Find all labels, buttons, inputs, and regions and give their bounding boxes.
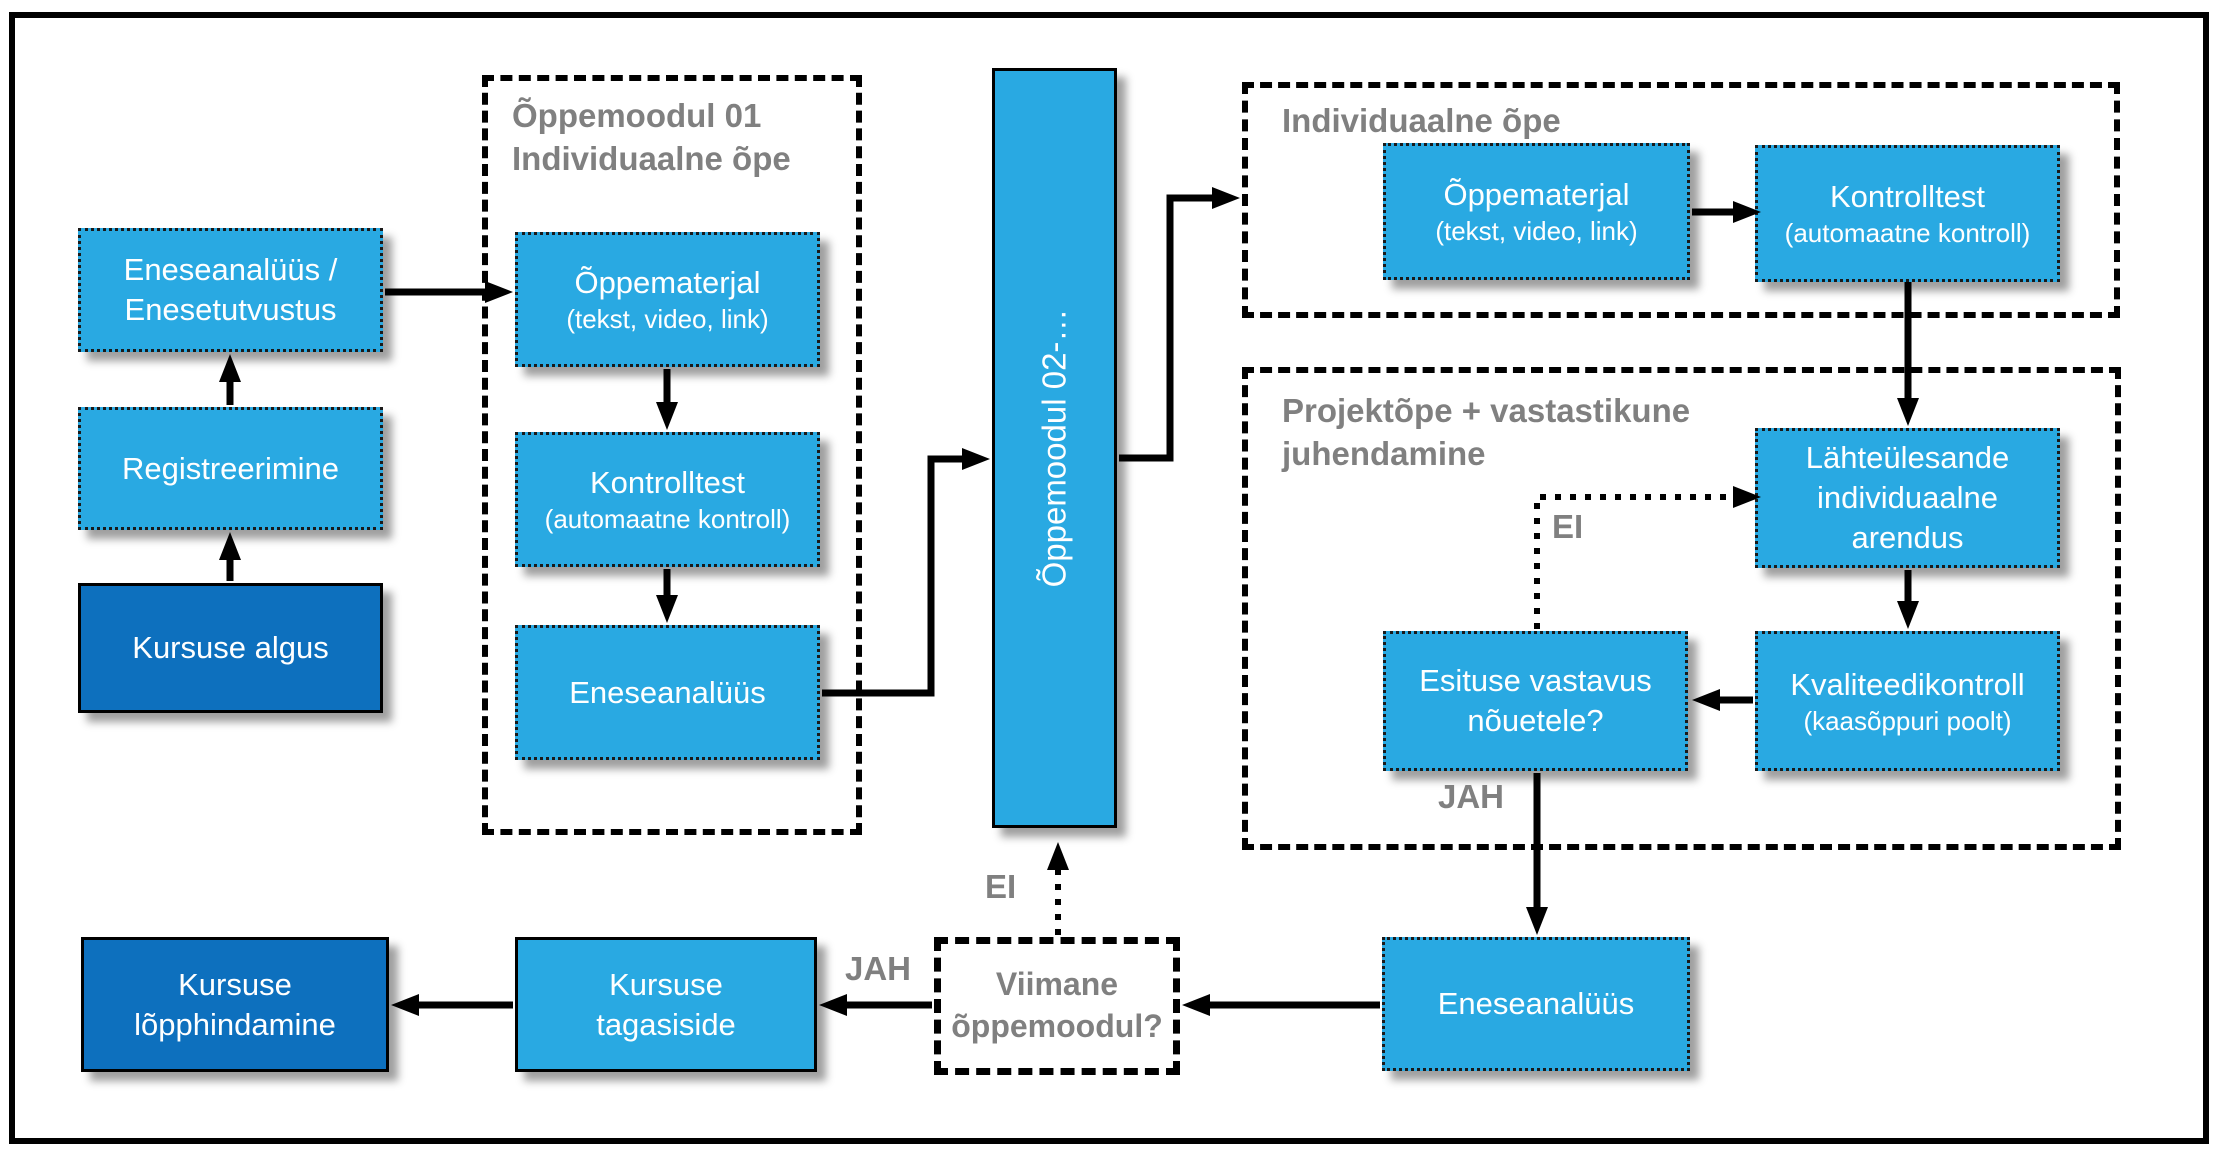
node-sublabel: (tekst, video, link) (566, 304, 769, 335)
node-label-rotated: Õppemoodul 02-… (1035, 308, 1073, 588)
node-label: Lähteülesande individuaalne arendus (1805, 440, 2010, 555)
title-line: juhendamine (1282, 434, 1486, 472)
edge-label-jah-project: JAH (1438, 778, 1505, 815)
node-kursuse-algus: Kursuse algus (78, 583, 383, 713)
node-label: Kvaliteedikontroll (1790, 666, 2025, 702)
node-label: Eneseanalüüs (1437, 986, 1635, 1022)
node-label: Eneseanalüüs / Enesetutvustus (123, 252, 338, 327)
node-sublabel: (automaatne kontroll) (1784, 218, 2031, 249)
node-viimane-oppemoodul: Viimane õppemoodul? (934, 937, 1180, 1075)
node-label: Viimane õppemoodul? (951, 966, 1163, 1044)
title-line: Individuaalne õpe (1282, 102, 1561, 139)
node-label: Kursuse algus (132, 630, 329, 666)
node-label: Õppematerjal (1443, 177, 1630, 213)
node-sublabel: (kaasõppuri poolt) (1803, 705, 2012, 736)
node-label: Kontrolltest (1829, 179, 1986, 215)
container-oppemoodul-01 (482, 75, 862, 835)
node-label: Esituse vastavus nõuetele? (1419, 663, 1652, 738)
title-line: Õppemoodul 01 (512, 97, 762, 134)
node-oppematerjal-02: Õppematerjal (tekst, video, link) (1383, 143, 1690, 280)
container-projektope-title: Projektõpe + vastastikune juhendamine (1282, 390, 1690, 476)
node-eneseanalyys-bottom: Eneseanalüüs (1382, 937, 1690, 1071)
node-lahteylesande-arendus: Lähteülesande individuaalne arendus (1755, 428, 2060, 568)
container-individuaalne-ope (1242, 82, 2120, 318)
node-label: Kursuse tagasiside (596, 966, 736, 1042)
container-individuaalne-ope-title: Individuaalne õpe (1282, 100, 1561, 143)
node-eneseanalyys-01: Eneseanalüüs (515, 625, 820, 760)
title-line: Individuaalne õpe (512, 139, 791, 177)
node-label: Kursuse lõpphindamine (134, 966, 336, 1042)
container-oppemoodul-01-title: Õppemoodul 01 Individuaalne õpe (512, 95, 791, 181)
node-registreerimine: Registreerimine (78, 407, 383, 530)
edge-label-ei-bottom: EI (985, 868, 1017, 905)
node-esituse-vastavus: Esituse vastavus nõuetele? (1383, 631, 1688, 771)
node-kursuse-tagasiside: Kursuse tagasiside (515, 937, 817, 1072)
node-kontrolltest-01: Kontrolltest (automaatne kontroll) (515, 432, 820, 567)
outer-frame (9, 12, 2209, 1144)
node-kvaliteedikontroll: Kvaliteedikontroll (kaasõppuri poolt) (1755, 631, 2060, 771)
node-oppematerjal-01: Õppematerjal (tekst, video, link) (515, 232, 820, 367)
node-kontrolltest-02: Kontrolltest (automaatne kontroll) (1755, 145, 2060, 282)
node-label: Registreerimine (121, 450, 340, 486)
edge-label-ei-project: EI (1552, 508, 1584, 545)
node-kursuse-lopphindamine: Kursuse lõpphindamine (81, 937, 389, 1072)
node-oppemoodul-02: Õppemoodul 02-… (992, 68, 1117, 828)
node-label: Eneseanalüüs (569, 674, 766, 710)
node-sublabel: (automaatne kontroll) (544, 504, 791, 535)
edge-label-jah-bottom: JAH (845, 950, 912, 987)
container-projektope (1242, 367, 2121, 850)
node-label: Kontrolltest (589, 465, 746, 501)
node-sublabel: (tekst, video, link) (1435, 216, 1638, 247)
node-label: Õppematerjal (574, 265, 761, 301)
node-eneseanalyys-enesetutvustus: Eneseanalüüs / Enesetutvustus (78, 228, 383, 352)
title-line: Projektõpe + vastastikune (1282, 392, 1691, 429)
